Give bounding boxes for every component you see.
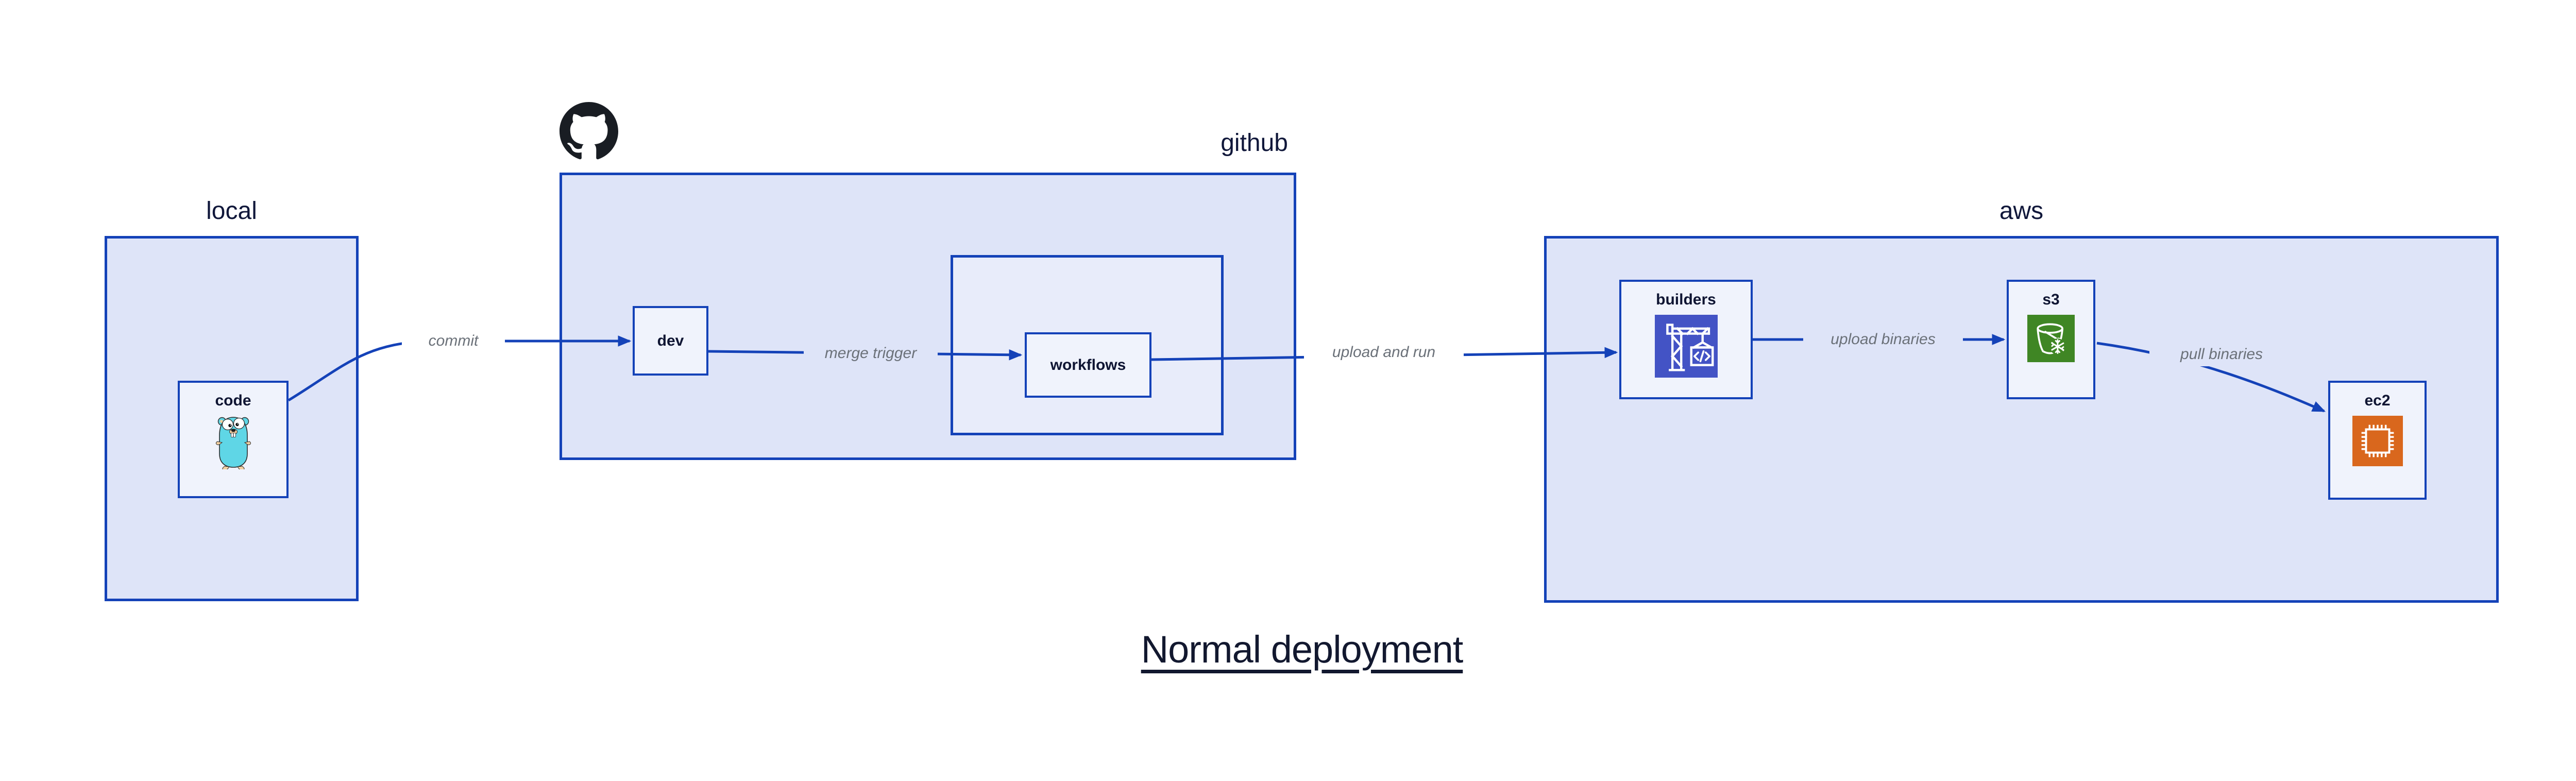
aws-codebuild-crane-icon [1654, 315, 1718, 380]
edge-label-upload-and-run: upload and run [1304, 341, 1464, 364]
aws-ec2-chip-icon [2352, 416, 2403, 469]
s3-node-label: s3 [2042, 291, 2060, 308]
workflows-node: workflows [1025, 332, 1151, 398]
edge-label-commit: commit [402, 329, 505, 353]
aws-container-label: aws [1999, 197, 2044, 225]
dev-node: dev [633, 306, 708, 376]
go-gopher-icon [215, 416, 252, 472]
dev-node-label: dev [657, 332, 684, 349]
s3-node: s3 [2007, 280, 2095, 399]
code-node-label: code [215, 392, 251, 409]
aws-s3-glacier-bucket-icon [2027, 315, 2075, 365]
code-node: code [178, 381, 289, 498]
github-octocat-icon [560, 102, 618, 161]
workflows-node-label: workflows [1050, 356, 1126, 373]
github-container-label: github [1221, 129, 1288, 157]
diagram-title: Normal deployment [1141, 628, 1464, 671]
edge-label-pull-binaries: pull binaries [2149, 343, 2294, 366]
ec2-node: ec2 [2328, 381, 2427, 500]
local-container-label: local [206, 197, 257, 225]
edge-label-merge-trigger: merge trigger [804, 342, 938, 365]
edge-label-upload-binaries: upload binaries [1803, 328, 1963, 351]
builders-node-label: builders [1656, 291, 1716, 308]
ec2-node-label: ec2 [2364, 392, 2391, 409]
builders-node: builders [1619, 280, 1753, 399]
